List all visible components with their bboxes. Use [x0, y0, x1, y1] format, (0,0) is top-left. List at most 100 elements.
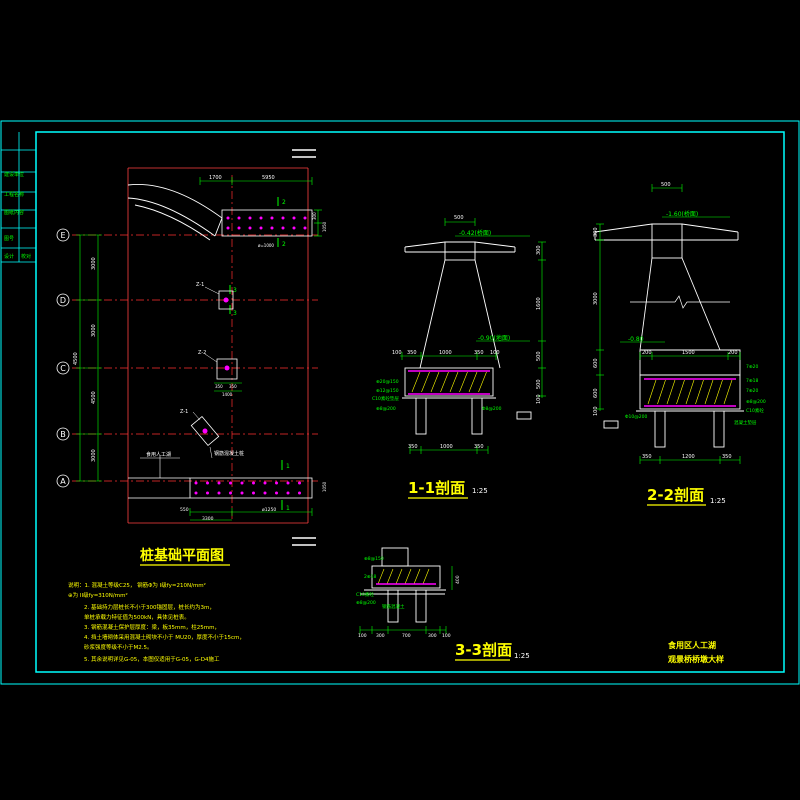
rebar-label: Φ10@200 [625, 414, 647, 420]
pile-dot [229, 491, 232, 495]
cap-beam-top [221, 209, 313, 237]
pile-dot [270, 226, 274, 230]
section-scale: 1:25 [710, 497, 726, 505]
rebar-label: Φ8@200 [482, 406, 502, 412]
rebar-label: ⊕8@200 [356, 600, 376, 606]
pile-z2-c [204, 353, 242, 392]
concrete-label: C10素砼 [356, 591, 374, 598]
dim-label: 100 [358, 633, 367, 639]
level-label: -0.42(桥面) [459, 229, 491, 237]
dim-label: 1050 [322, 221, 327, 232]
dim-label: 300 [312, 212, 317, 220]
section-mark: 1 [286, 505, 290, 512]
dim-label: 1600 [536, 297, 542, 310]
pile-dot [217, 491, 221, 495]
dim-label: 500 [536, 379, 542, 389]
pile-label: ø=1000 [258, 243, 274, 248]
dim-label: 100 [536, 394, 542, 404]
axis-bubble-d [56, 293, 70, 307]
rebar-line [404, 568, 412, 585]
pile-dot [298, 481, 301, 485]
pile-dot [286, 481, 290, 485]
dim-label: 350 [408, 444, 418, 450]
dim-label: 300 [428, 633, 437, 639]
dim-label: 3300 [202, 516, 214, 522]
dim-label: 600 [593, 358, 599, 368]
dim-label: 300 [536, 245, 542, 255]
pile-dot [237, 226, 241, 230]
title-block-cell: 工程名称 [4, 191, 24, 198]
title-block [1, 132, 36, 263]
dim-label: 3000 [91, 449, 97, 462]
pile-dot [303, 216, 307, 220]
dim-label: ø1250 [262, 507, 276, 513]
pile-dot [292, 226, 296, 230]
rebar-line [413, 568, 421, 585]
pile-dot [263, 481, 267, 485]
dim-label: 3000 [593, 292, 599, 305]
pile-dot [206, 491, 209, 495]
title-block-cell: 图号 [4, 236, 14, 242]
pile-dot [286, 491, 290, 495]
title-block-cell: 建设单位 [4, 171, 24, 178]
rebar-line [666, 379, 676, 405]
dim-label: 300 [376, 633, 385, 639]
pile-dot [240, 481, 244, 485]
pile-dot [252, 491, 255, 495]
axis-bubble-e [56, 228, 70, 242]
dim-label: 4500 [73, 352, 79, 365]
plan-outline [127, 167, 309, 524]
rebar-line [676, 379, 685, 405]
dim-label: 350 [722, 454, 732, 460]
cap-beam-bottom [128, 455, 313, 499]
axis-label: E [60, 231, 65, 240]
pile-dot [275, 491, 278, 495]
rebar-line [440, 371, 449, 393]
pile-dot [217, 481, 221, 485]
rebar-line [395, 568, 403, 585]
rebar-label: 混凝土垫层 [734, 419, 757, 426]
project-name: 食用区人工湖 [668, 640, 716, 650]
section-3-3: 100 300 700 300 100 400 ⊕8@150 2⊕18 C10素… [356, 547, 530, 661]
rebar-line [704, 379, 714, 405]
axis-label: B [60, 430, 66, 439]
pile-z1-b [190, 411, 220, 447]
rebar-line [468, 371, 478, 393]
pile-dot [240, 491, 244, 495]
dim-label: 1050 [322, 481, 327, 492]
rebar-label: ⊕8@150 [364, 556, 384, 562]
rebar-line [430, 371, 440, 393]
rebar-line [714, 379, 723, 405]
axis-label: D [60, 296, 66, 305]
dim-label: 350 [474, 350, 484, 356]
rebar-line [478, 371, 487, 393]
dim-label: 500 [536, 351, 542, 361]
pile-dot [281, 226, 285, 230]
note-label: 食用人工湖 [146, 451, 171, 458]
dim-label: 1200 [682, 454, 695, 460]
section-mark: 3 [233, 287, 237, 294]
rebar-line [421, 371, 430, 393]
dim-label: 1500 [682, 350, 695, 356]
dim-label: 600 [593, 388, 599, 398]
section-2-2: -1.60(桥面) -0.80 500 200 [593, 182, 766, 506]
rebar-line [449, 371, 459, 393]
dim-label: 350 [407, 350, 417, 356]
pile-z1-d [204, 286, 234, 310]
axis-label: A [60, 477, 66, 486]
dim-label: 300 [593, 227, 599, 237]
rebar-line [386, 568, 394, 585]
drawing-name: 观景桥桥墩大样 [668, 654, 724, 664]
note-line: 说明：1. 混凝土等级C25， 钢筋Φ为 I级fy=210N/mm² [68, 581, 206, 589]
rebar-label: ⊕8@200 [746, 399, 766, 405]
level-label: -0.90(地面) [478, 334, 510, 342]
note-line: 3. 钢筋混凝土保护层厚度：梁，板35mm，柱25mm， [84, 623, 220, 631]
dim-label: 1400 [222, 392, 233, 397]
dim-label: 100 [442, 633, 451, 639]
section-title: 3-3剖面 [455, 641, 512, 659]
section-1-1: -0.42(桥面) -0.90(地面) 500 [372, 215, 546, 499]
concrete-label: C10素砼 [746, 407, 764, 414]
note-label: 钢筋混凝土桩 [214, 450, 244, 457]
bridge-curve [127, 183, 223, 241]
